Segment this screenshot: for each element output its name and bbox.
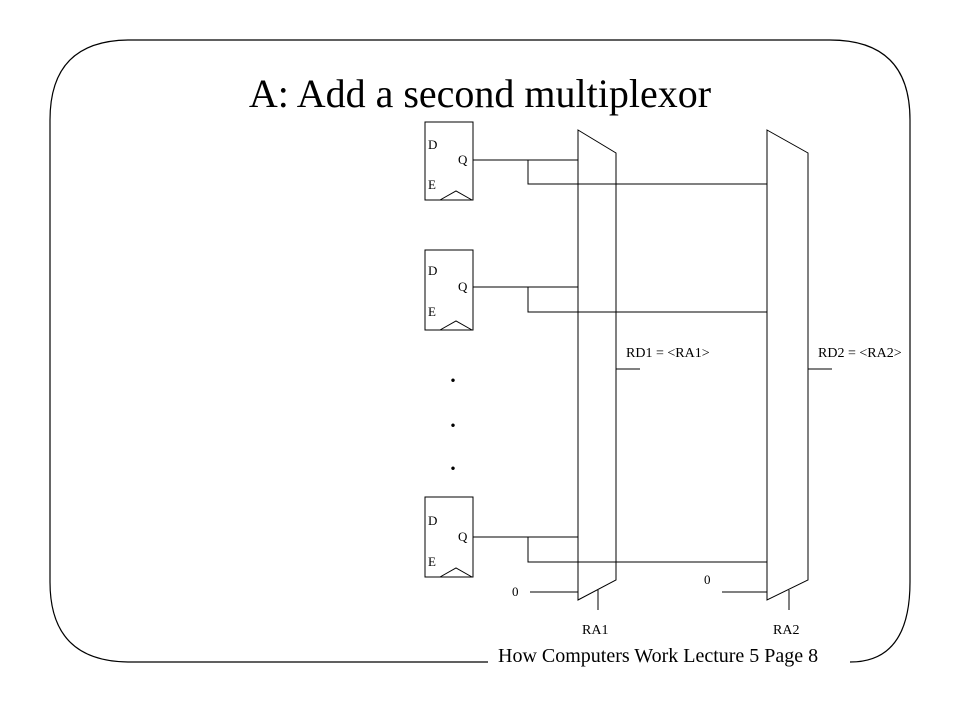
mux-1 (577, 129, 617, 601)
register-3-d-label: D (428, 513, 437, 528)
ellipsis-dot-3: · (448, 452, 458, 485)
ellipsis-dot-2: · (448, 409, 458, 442)
mux-1-output-label: RD1 = <RA1> (626, 346, 710, 361)
mux-2-select-label: RA2 (773, 623, 799, 638)
register-3-wiring (473, 536, 767, 563)
register-3-q-label: Q (458, 529, 468, 544)
ellipsis-dot-1: · (448, 364, 458, 397)
register-2-d-label: D (428, 263, 437, 278)
register-1-wiring (473, 159, 767, 185)
register-1-e-label: E (428, 177, 436, 192)
mux-2-zero-input-label: 0 (704, 572, 711, 587)
register-2-e-label: E (428, 304, 436, 319)
register-2-q-label: Q (458, 279, 468, 294)
mux-2-output-label: RD2 = <RA2> (818, 346, 902, 361)
mux-1-select-label: RA1 (582, 623, 608, 638)
slide-frame (49, 39, 911, 663)
slide-footer: How Computers Work Lecture 5 Page 8 (498, 645, 819, 667)
mux-1-zero-input-label: 0 (512, 584, 519, 599)
slide-title: A: Add a second multiplexor (248, 71, 712, 116)
register-1: D Q E (424, 121, 474, 201)
register-2-wiring (473, 286, 767, 313)
mux-2 (766, 129, 809, 601)
register-1-q-label: Q (458, 152, 468, 167)
register-3-e-label: E (428, 554, 436, 569)
register-2: D Q E (424, 249, 474, 331)
register-1-d-label: D (428, 137, 437, 152)
register-3: D Q E (424, 496, 474, 578)
